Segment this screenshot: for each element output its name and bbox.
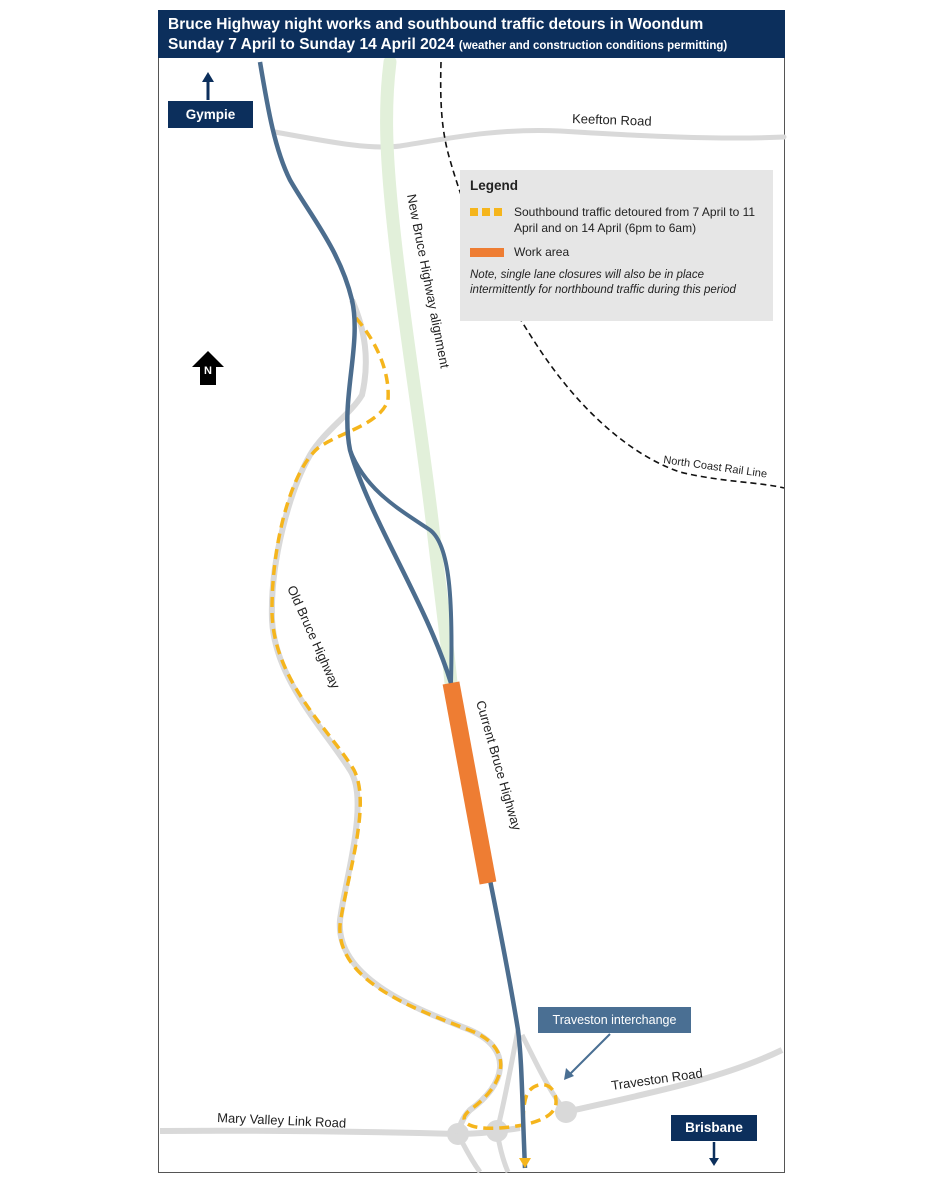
gympie-label: Gympie — [168, 101, 253, 128]
mary-valley-link-road-label: Mary Valley Link Road — [217, 1110, 347, 1131]
callout-pointer — [567, 1033, 611, 1077]
highway-branch — [348, 449, 454, 684]
keefton-road — [272, 127, 787, 150]
brisbane-label: Brisbane — [671, 1115, 757, 1141]
up-arrow-icon — [202, 72, 214, 100]
title-note: (weather and construction conditions per… — [458, 40, 728, 52]
down-arrow-icon — [709, 1142, 719, 1166]
legend-work-row: Work area — [470, 244, 763, 260]
detour-end-arrow — [519, 1158, 531, 1168]
title-line-2: Sunday 7 April to Sunday 14 April 2024 (… — [168, 35, 775, 56]
traveston-road — [565, 1047, 784, 1115]
roundabout-east — [555, 1101, 577, 1123]
north-arrow-label: N — [204, 365, 212, 377]
title-line-1: Bruce Highway night works and southbound… — [168, 16, 704, 33]
legend-detour-row: Southbound traffic detoured from 7 April… — [470, 204, 763, 236]
legend-detour-label: Southbound traffic detoured from 7 April… — [514, 205, 756, 235]
legend-work-label: Work area — [514, 245, 570, 259]
legend-title: Legend — [470, 178, 519, 193]
interchange-ramps — [455, 1029, 568, 1174]
traveston-interchange-callout: Traveston interchange — [538, 1007, 691, 1033]
map-title: Bruce Highway night works and southbound… — [158, 10, 785, 58]
legend: Legend Southbound traffic detoured from … — [460, 170, 773, 321]
callout-pointer-head — [564, 1068, 574, 1080]
north-arrow-icon: N — [192, 351, 224, 385]
legend-note: Note, single lane closures will also be … — [470, 269, 736, 296]
title-dates: Sunday 7 April to Sunday 14 April 2024 — [168, 36, 455, 53]
work-area — [442, 681, 497, 885]
current-bruce-highway — [257, 61, 528, 1169]
detour-swatch — [470, 208, 504, 216]
roundabout-mid — [486, 1120, 508, 1142]
work-area-swatch — [470, 248, 504, 257]
detour-route — [270, 316, 558, 1169]
new-bruce-alignment — [380, 55, 458, 690]
rail-line — [439, 61, 785, 489]
keefton-road-label: Keefton Road — [572, 111, 652, 129]
old-bruce-highway — [268, 298, 503, 1135]
